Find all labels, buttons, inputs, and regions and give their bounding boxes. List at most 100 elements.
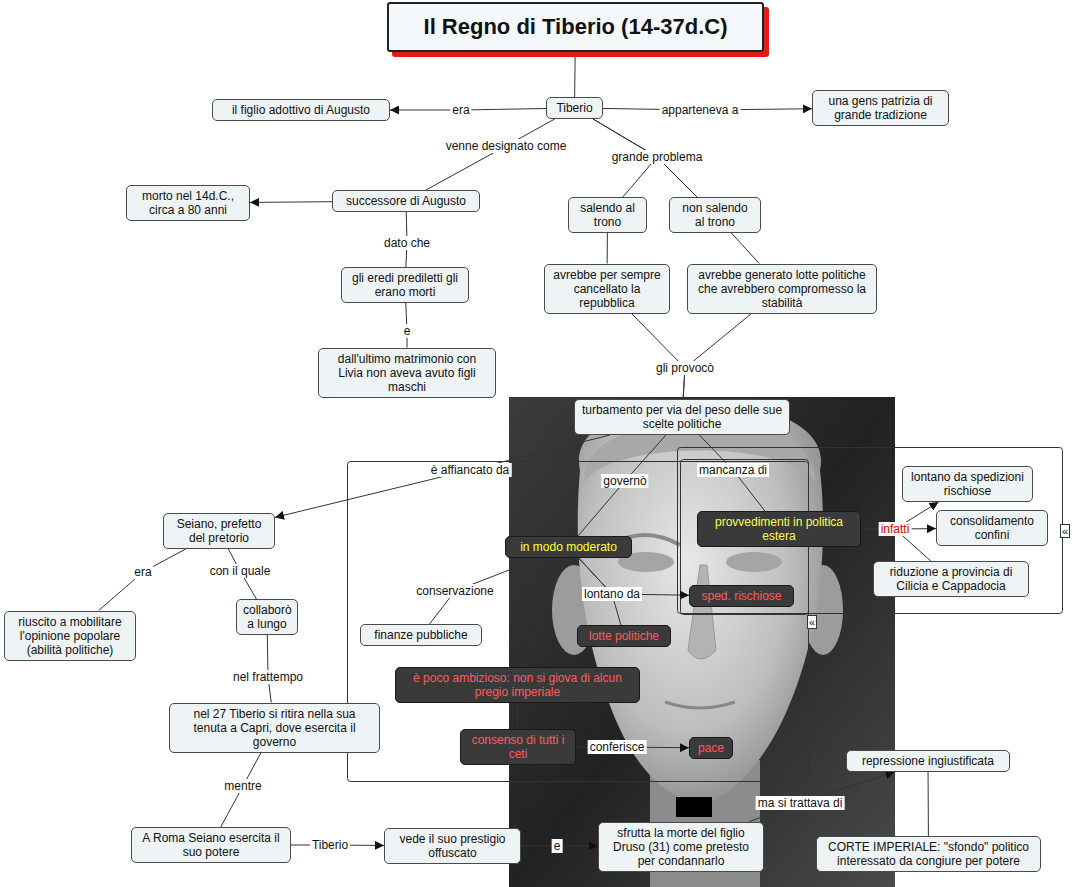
- concept-box: finanze pubbliche: [360, 624, 482, 646]
- concept-text: CORTE IMPERIALE: "sfondo" politico inter…: [823, 840, 1034, 868]
- concept-text: Tiberio: [553, 101, 596, 115]
- concept-text: avrebbe per sempre cancellato la repubbl…: [551, 268, 663, 310]
- link-label: era: [450, 103, 471, 117]
- link-label: ma si trattava di: [756, 796, 845, 810]
- concept-box: Seiano, prefetto del pretorio: [163, 513, 275, 549]
- concept-text: provvedimenti in politica estera: [704, 515, 854, 543]
- connector: [683, 314, 751, 400]
- bust-eye: [726, 552, 782, 572]
- concept-text: consenso di tutti i ceti: [467, 733, 569, 761]
- connector: [731, 233, 759, 264]
- concept-box: lontano da spedizioni rischiose: [902, 466, 1033, 502]
- concept-text: salendo al trono: [575, 201, 640, 229]
- concept-box: riuscito a mobilitare l'opinione popolar…: [4, 611, 136, 661]
- concept-text: è poco ambizioso: non si giova di alcun …: [402, 671, 633, 699]
- link-label: era: [132, 565, 153, 579]
- concept-box: CORTE IMPERIALE: "sfondo" politico inter…: [816, 836, 1041, 872]
- concept-box: avrebbe per sempre cancellato la repubbl…: [544, 264, 670, 314]
- concept-text: riuscito a mobilitare l'opinione popolar…: [11, 615, 129, 657]
- concept-text: una gens patrizia di grande tradizione: [819, 94, 942, 122]
- link-label: venne designato come: [444, 139, 569, 153]
- concept-text: sfrutta la morte del figlio Druso (31) c…: [605, 826, 757, 868]
- link-label: con il quale: [208, 564, 273, 578]
- bust-photo: [509, 397, 895, 887]
- concept-text: non salendo al trono: [676, 201, 754, 229]
- concept-box: in modo moderato: [505, 536, 632, 558]
- concept-text: in modo moderato: [512, 540, 625, 554]
- concept-box: il figlio adottivo di Augusto: [212, 99, 390, 121]
- bust-face: [578, 403, 823, 806]
- concept-text: avrebbe generato lotte politiche che avr…: [694, 268, 870, 310]
- link-label: mancanza di: [697, 463, 769, 477]
- concept-text: Il Regno di Tiberio (14-37d.C): [397, 13, 754, 41]
- link-label: infatti: [879, 522, 912, 536]
- connector: [607, 233, 608, 264]
- expand-icon: «: [807, 615, 817, 629]
- concept-box: provvedimenti in politica estera: [697, 511, 861, 547]
- concept-text: repressione ingiustificata: [853, 754, 1003, 768]
- link-label: conferisce: [588, 740, 647, 754]
- concept-text: successore di Augusto: [339, 194, 473, 208]
- concept-box: riduzione a provincia di Cilicia e Cappa…: [873, 561, 1029, 597]
- connector: [275, 435, 610, 517]
- concept-box: salendo al trono: [568, 197, 647, 233]
- link-label: grande problema: [610, 150, 705, 164]
- connector: [99, 549, 186, 611]
- concept-box: collaborò a lungo: [236, 599, 298, 635]
- concept-text: collaborò a lungo: [243, 603, 291, 631]
- concept-box: consolidamento confini: [936, 510, 1048, 546]
- link-label: Tiberio: [310, 838, 350, 852]
- concept-text: A Roma Seiano esercita il suo potere: [138, 831, 284, 859]
- concept-text: nel 27 Tiberio si ritira nella sua tenut…: [176, 707, 373, 749]
- concept-box: non salendo al trono: [669, 197, 761, 233]
- expand-icon: «: [1060, 524, 1070, 538]
- concept-box: nel 27 Tiberio si ritira nella sua tenut…: [169, 703, 380, 753]
- bust-nose: [688, 565, 716, 659]
- link-label: è affiancato da: [429, 463, 512, 477]
- concept-text: sped. rischiose: [696, 589, 787, 603]
- connector: [267, 635, 271, 703]
- connector: [517, 703, 518, 730]
- link-label: gli provocò: [654, 361, 716, 375]
- concept-box: A Roma Seiano esercita il suo potere: [131, 827, 291, 863]
- link-label: mentre: [222, 779, 263, 793]
- link-label: lontano da: [582, 587, 642, 601]
- concept-box: turbamento per via del peso delle sue sc…: [574, 399, 790, 435]
- link-label: e: [552, 839, 563, 853]
- concept-box: pace: [689, 737, 733, 759]
- concept-text: riduzione a provincia di Cilicia e Cappa…: [880, 565, 1022, 593]
- nested-frame: [678, 448, 1063, 614]
- connector: [928, 772, 929, 836]
- concept-text: vede il suo prestigio offuscato: [391, 832, 514, 860]
- concept-text: lotte politiche: [584, 629, 664, 643]
- concept-text: Seiano, prefetto del pretorio: [170, 517, 268, 545]
- concept-box: sped. rischiose: [689, 585, 794, 607]
- concept-text: il figlio adottivo di Augusto: [219, 103, 383, 117]
- concept-text: pace: [696, 741, 726, 755]
- concept-box: sfrutta la morte del figlio Druso (31) c…: [598, 822, 764, 872]
- nested-map-frames: [348, 448, 1063, 782]
- connector: [574, 52, 576, 97]
- title-box: Il Regno di Tiberio (14-37d.C): [387, 2, 764, 52]
- bust-shadow: [676, 797, 712, 817]
- link-label: conservazione: [414, 584, 495, 598]
- connector: [250, 201, 332, 203]
- link-label: apparteneva a: [660, 103, 741, 117]
- concept-text: consolidamento confini: [943, 514, 1041, 542]
- concept-text: finanze pubbliche: [367, 628, 475, 642]
- concept-box: dall'ultimo matrimonio con Livia non ave…: [318, 348, 496, 398]
- photo-ground: [509, 397, 895, 887]
- connectors: [99, 52, 939, 846]
- concept-box: vede il suo prestigio offuscato: [384, 828, 521, 864]
- link-label: dato che: [382, 236, 432, 250]
- connector: [524, 558, 564, 667]
- concept-box: gli eredi prediletti gli erano morti: [341, 267, 469, 303]
- nested-frame: [348, 462, 809, 782]
- connector: [749, 772, 894, 822]
- concept-box: morto nel 14d.C., circa a 80 anni: [126, 185, 250, 221]
- link-label: nel frattempo: [231, 670, 305, 684]
- concept-box: successore di Augusto: [332, 190, 480, 212]
- bust-mouth: [665, 702, 735, 708]
- connector: [632, 314, 685, 400]
- concept-box: lotte politiche: [577, 625, 671, 647]
